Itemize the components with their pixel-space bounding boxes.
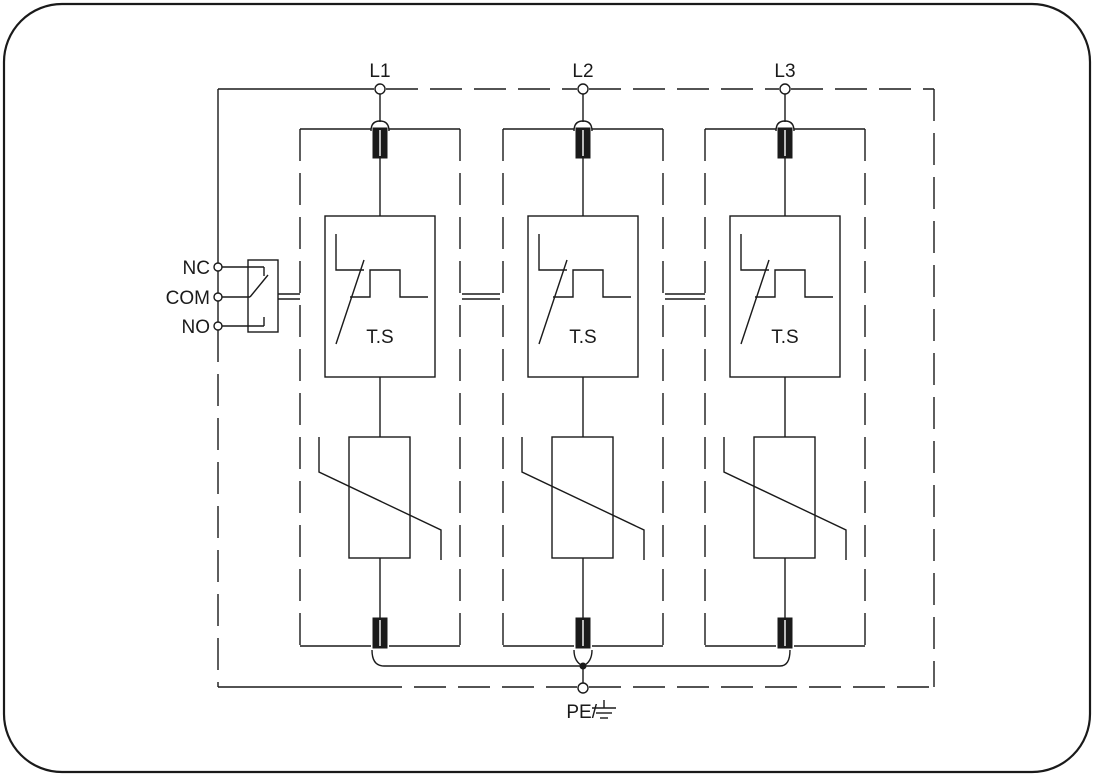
varistor-curve (723, 437, 847, 560)
pe-bus: PE/ (371, 649, 791, 723)
varistor-curve (521, 437, 645, 560)
thermal-linkage (278, 293, 705, 300)
nc-label: NC (183, 258, 210, 279)
pe-junction (579, 662, 587, 670)
ground-icon (592, 700, 616, 719)
phase-module-l1: L1T.S (299, 61, 461, 649)
varistor-curve (318, 437, 442, 560)
com-terminal (213, 292, 223, 302)
thermal-switch-label: T.S (569, 327, 596, 348)
remote-signal-contact: NC COM NO (166, 258, 279, 338)
phase-terminal (779, 83, 791, 95)
contact-housing (247, 259, 279, 333)
phase-label: L1 (369, 61, 390, 82)
varistor-box (348, 436, 411, 559)
com-label: COM (166, 288, 210, 309)
nc-terminal (213, 262, 223, 272)
phase-label: L3 (774, 61, 795, 82)
thermal-switch-label: T.S (366, 327, 393, 348)
varistor-box (551, 436, 614, 559)
phase-label: L2 (572, 61, 593, 82)
phase-terminal (374, 83, 386, 95)
pe-label: PE/ (566, 702, 597, 723)
no-label: NO (182, 317, 211, 338)
phase-terminal (577, 83, 589, 95)
phase-module-l3: L3T.S (704, 61, 866, 649)
pe-terminal (577, 682, 589, 694)
phase-module-l2: L2T.S (502, 61, 664, 649)
enclosure-outline (217, 88, 935, 688)
varistor-box (753, 436, 816, 559)
no-terminal (213, 321, 223, 331)
thermal-switch-label: T.S (771, 327, 798, 348)
